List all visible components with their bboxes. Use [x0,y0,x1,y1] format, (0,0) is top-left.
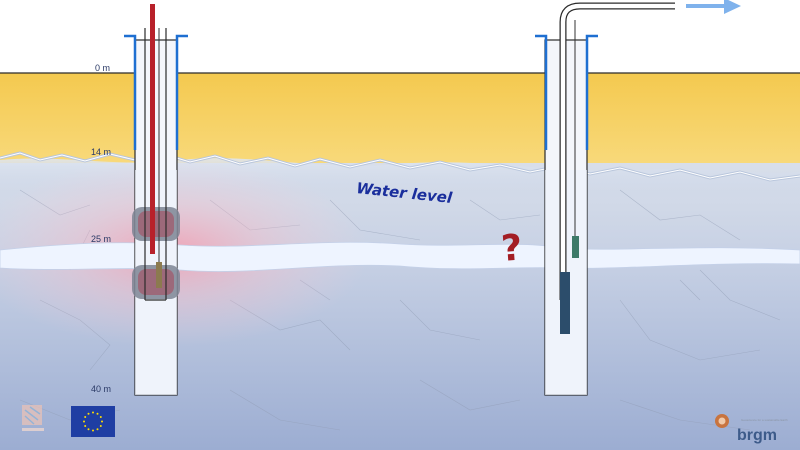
rock-fracture [0,241,800,272]
depth-label-25: 25 m [91,234,111,244]
right-sensor [572,236,579,258]
injection-well [124,4,188,396]
surface-sand-layer [0,73,800,163]
flow-arrow-icon [686,0,741,14]
left-casing-left [124,34,137,150]
submersible-pump [560,272,570,334]
pressure-sensor [156,262,162,288]
red-injection-pipe [150,4,155,254]
depth-label-40: 40 m [91,384,111,394]
eu-flag-icon [71,406,115,437]
partner-logo-icon [22,405,44,431]
brgm-logo-icon [715,414,729,428]
discharge-pipe [560,3,675,300]
right-casing-right [585,34,598,150]
pumping-well [535,2,675,396]
depth-label-0: 0 m [95,63,110,73]
question-mark: ? [500,227,524,269]
depth-label-14: 14 m [91,147,111,157]
water-table-highlight [0,152,800,181]
brgm-tagline: Geoscience for a sustainable Earth [741,418,788,422]
upper-packer-glow [138,211,174,237]
right-casing-left [535,34,548,150]
brgm-wordmark: brgm [737,427,777,444]
left-casing-right [175,34,188,150]
brgm-logo: Geoscience for a sustainable Earth brgm [715,414,788,444]
